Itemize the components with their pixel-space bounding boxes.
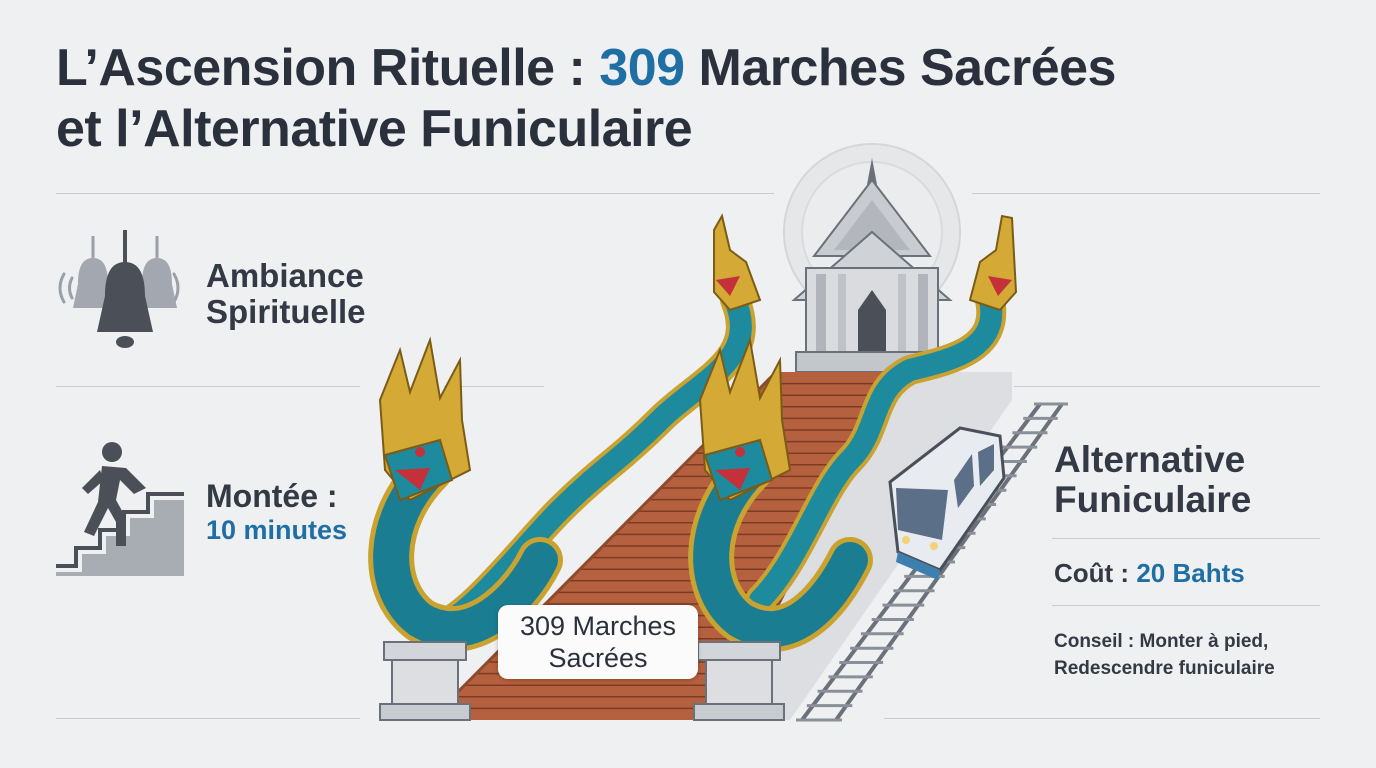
bells-icon: [58, 230, 180, 348]
divider-mid-left: [56, 386, 360, 387]
cost-label: Coût :: [1054, 558, 1137, 588]
pillar-right: [693, 641, 785, 721]
divider-top-right: [972, 193, 1320, 194]
steps-count-badge: 309 Marches Sacrées: [498, 605, 698, 679]
divider-top-left: [56, 193, 774, 194]
divider-mid-right: [1014, 386, 1320, 387]
divider-right-2: [1052, 605, 1320, 606]
divider-bottom-right: [884, 718, 1320, 719]
funicular-heading: Alternative Funiculaire: [1054, 439, 1252, 520]
naga-serpent-icon: [368, 213, 1018, 653]
title-line1-suffix: Marches Sacrées: [684, 39, 1117, 97]
title-accent-number: 309: [599, 39, 685, 97]
divider-right-1: [1052, 538, 1320, 539]
title-line1-prefix: L’Ascension Rituelle :: [56, 39, 600, 97]
ambiance-label: Ambiance Spirituelle: [206, 257, 366, 330]
temple-icon: [791, 158, 953, 373]
divider-bottom-left: [56, 718, 360, 719]
page-title: L’Ascension Rituelle : 309 Marches Sacré…: [56, 38, 1116, 160]
cost-row: Coût : 20 Bahts: [1054, 558, 1245, 588]
divider-mid-center: [444, 386, 544, 387]
climb-duration: 10 minutes: [206, 515, 348, 545]
pillar-left: [379, 641, 471, 721]
climbing-stairs-icon: [56, 442, 184, 576]
climb-label: Montée :: [206, 478, 338, 514]
advice-text: Conseil : Monter à pied, Redescendre fun…: [1054, 631, 1275, 679]
title-line2: et l’Alternative Funiculaire: [56, 100, 693, 158]
cost-value: 20 Bahts: [1136, 558, 1245, 588]
funicular-icon: [888, 426, 1006, 580]
